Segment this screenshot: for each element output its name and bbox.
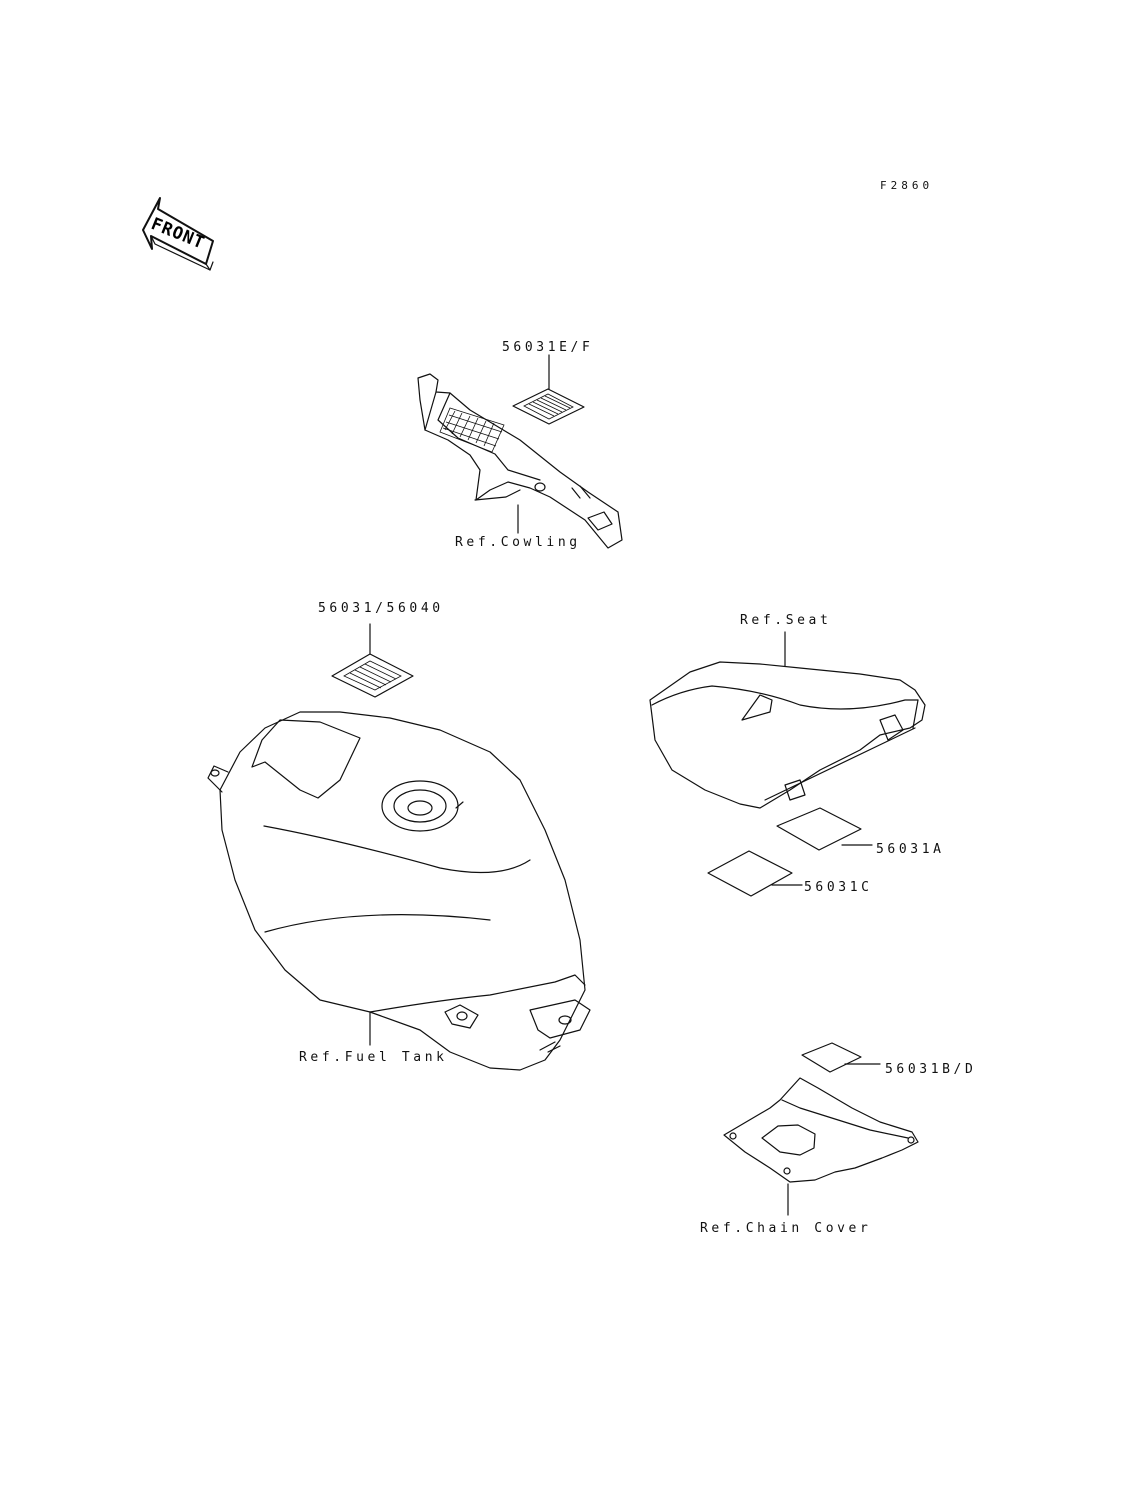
cowling-part [417, 373, 623, 549]
label-56031c: 56031C [804, 880, 873, 895]
figure-code: F2860 [880, 179, 934, 192]
seat-part [649, 661, 926, 809]
label-56031ef-part [512, 354, 585, 425]
ref-fuel-tank-label: Ref.Fuel Tank [299, 1050, 448, 1065]
label-56031bd: 56031B/D [885, 1062, 977, 1077]
ref-seat-label: Ref.Seat [740, 613, 832, 628]
label-56031-56040-part [331, 623, 414, 698]
front-arrow-icon: FRONT [142, 197, 214, 271]
label-56031a: 56031A [876, 842, 945, 857]
label-56031a-part [776, 807, 873, 851]
label-56031ef: 56031E/F [502, 340, 594, 355]
fuel-tank-part [207, 711, 591, 1071]
chain-cover-part [723, 1077, 919, 1183]
ref-chain-cover-label: Ref.Chain Cover [700, 1221, 872, 1236]
label-56031-56040: 56031/56040 [318, 601, 444, 616]
label-56031bd-part [801, 1042, 881, 1073]
ref-cowling-label: Ref.Cowling [455, 535, 581, 550]
label-56031c-part [707, 850, 803, 897]
